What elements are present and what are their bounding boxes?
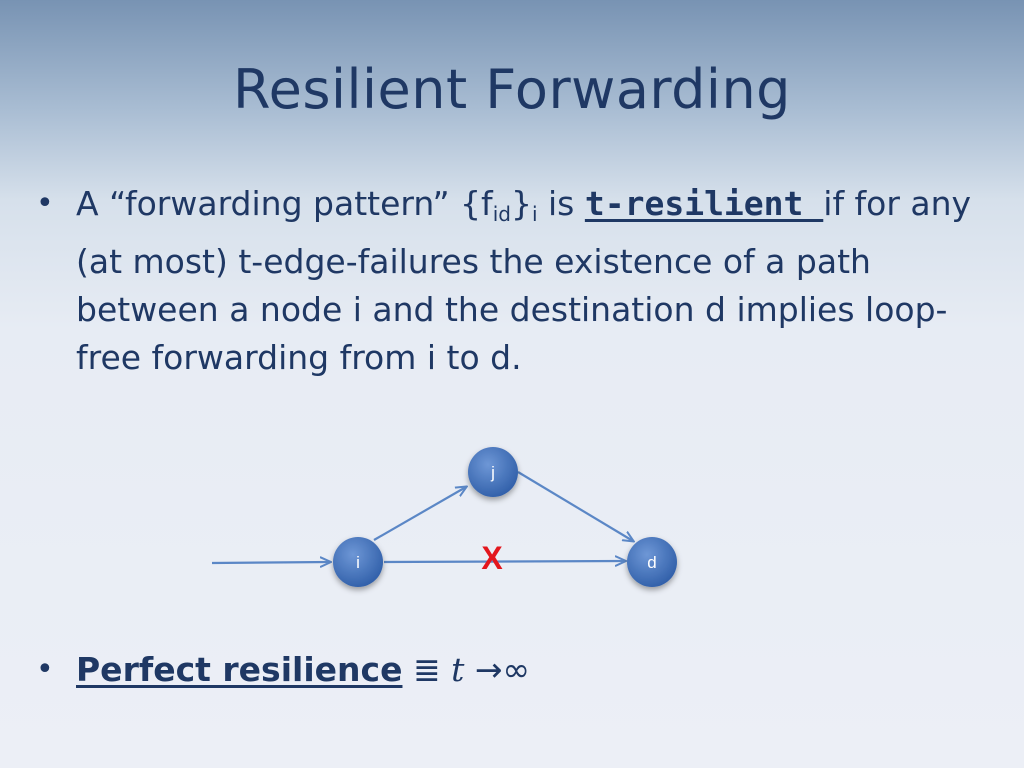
bullet-perfect-resilience: • Perfect resilience ≣ t →∞ (30, 646, 1024, 694)
node-j (468, 447, 518, 497)
var-t: t (451, 650, 465, 689)
node-j-label: j (490, 463, 495, 482)
node-i (333, 537, 383, 587)
def-text-1: A “forwarding pattern” {f (76, 184, 493, 223)
node-d (627, 537, 677, 587)
def-text-2: } (510, 184, 532, 223)
failure-mark: X (481, 540, 503, 576)
arrow-infinity: →∞ (464, 650, 531, 689)
edge-i-to-d-failed (383, 561, 625, 562)
node-i-label: i (356, 553, 360, 572)
bullet-dot: • (36, 652, 54, 687)
def-text-3: is (537, 184, 585, 223)
def-keyword-t-resilient: t-resilient (584, 184, 824, 223)
slide-title: Resilient Forwarding (233, 58, 791, 121)
bullet-list: • A “forwarding pattern” {fid}i is t-res… (30, 180, 990, 382)
edge-i-to-j (373, 487, 466, 541)
edge-incoming-to-i (211, 562, 330, 563)
equiv-symbol: ≣ (402, 650, 452, 689)
node-d-label: d (647, 553, 656, 572)
bullet-dot: • (36, 186, 54, 221)
def-sub-id: id (492, 202, 511, 226)
def-sub-i: i (531, 202, 538, 226)
edge-j-to-d (517, 471, 633, 541)
bullet-definition: • A “forwarding pattern” {fid}i is t-res… (30, 180, 990, 382)
keyword-perfect-resilience: Perfect resilience (76, 650, 403, 689)
def-text-4: if for any (at most) t-edge-failures the… (76, 184, 972, 377)
